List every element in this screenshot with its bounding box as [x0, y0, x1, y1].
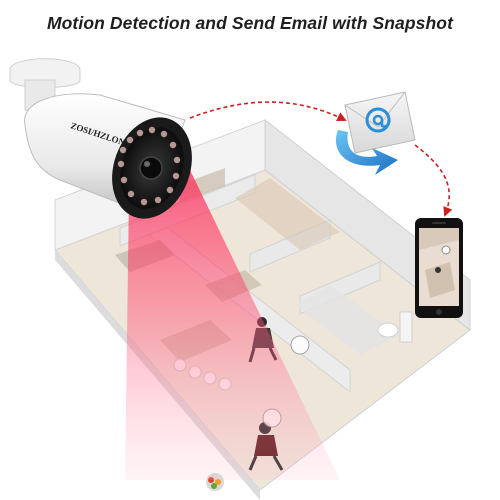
arrow-email-to-phone: [414, 144, 453, 217]
email-at-icon: [335, 91, 416, 175]
smartphone-icon: [415, 218, 463, 318]
detection-beam: [125, 120, 340, 480]
arrow-camera-to-email: [189, 101, 347, 121]
bullet-camera: ZOSI/HZLON: [9, 58, 192, 219]
headline-title: Motion Detection and Send Email with Sna…: [46, 13, 454, 33]
